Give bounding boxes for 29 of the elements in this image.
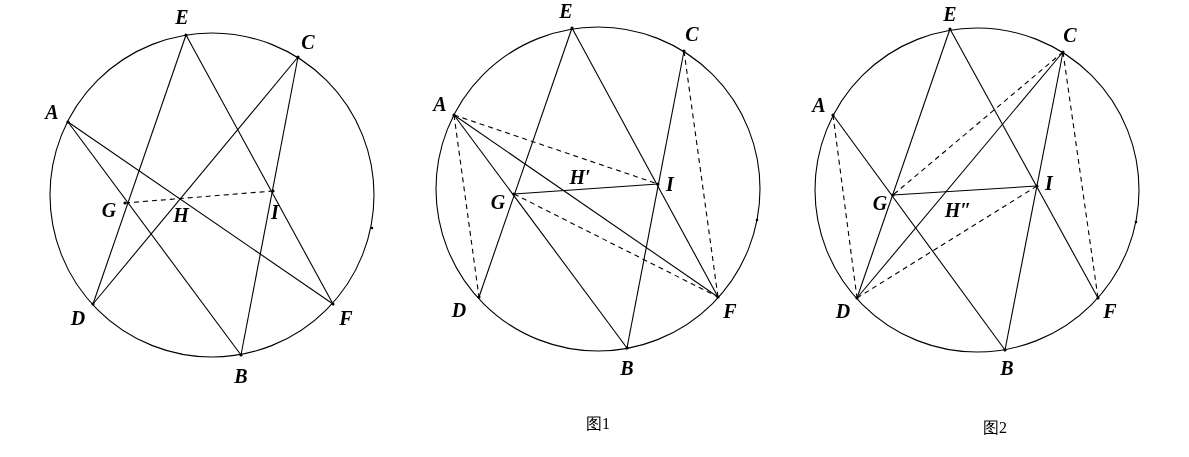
point-label: B xyxy=(620,358,634,378)
point-label: F xyxy=(1103,301,1117,321)
figure-caption: 图1 xyxy=(586,416,610,432)
point-label: E xyxy=(559,1,573,21)
point-label: D xyxy=(451,300,467,320)
point-label: B xyxy=(234,366,248,386)
point-label: E xyxy=(175,7,189,27)
point-label: C xyxy=(301,32,315,52)
point-label: I xyxy=(1045,173,1053,193)
point-label: D xyxy=(835,301,851,321)
point-label: I xyxy=(271,202,279,222)
point-label: B xyxy=(1000,358,1014,378)
point-label: C xyxy=(1063,25,1077,45)
point-label: F xyxy=(339,308,353,328)
point-label: A xyxy=(45,102,59,122)
point-label: H′ xyxy=(569,167,591,187)
point-label: G xyxy=(872,193,888,213)
point-label: A xyxy=(812,95,826,115)
point-label: I xyxy=(666,174,674,194)
point-label: H″ xyxy=(944,200,972,220)
point-label: A xyxy=(433,94,447,114)
point-label: E xyxy=(943,4,957,24)
point-label: G xyxy=(101,200,117,220)
point-label: G xyxy=(490,192,506,212)
point-label: C xyxy=(685,24,699,44)
figure-caption: 图2 xyxy=(983,420,1007,436)
point-label: H xyxy=(173,205,189,225)
point-label: D xyxy=(70,308,86,328)
point-label: F xyxy=(723,301,737,321)
